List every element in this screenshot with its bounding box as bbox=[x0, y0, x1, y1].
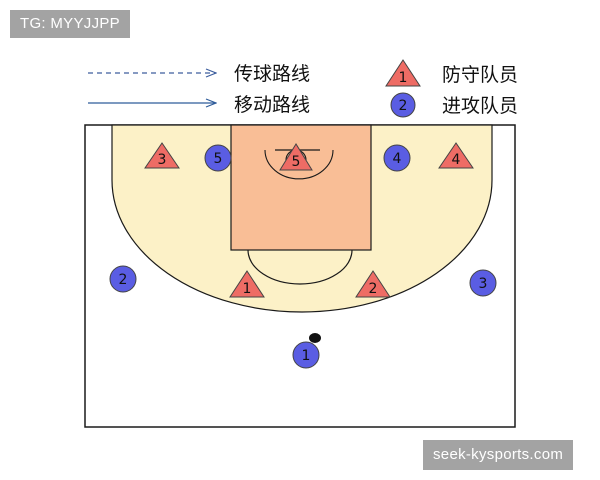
legend-attacker-label: 进攻队员 bbox=[442, 95, 518, 117]
svg-text:2: 2 bbox=[369, 281, 378, 297]
svg-text:2: 2 bbox=[119, 272, 128, 288]
svg-text:3: 3 bbox=[158, 152, 167, 168]
defender-2: 2 bbox=[355, 270, 391, 298]
legend-defender-label: 防守队员 bbox=[442, 64, 518, 86]
move-line-label: 移动路线 bbox=[234, 94, 310, 116]
defender-3: 3 bbox=[144, 142, 180, 169]
defender-5: 5 bbox=[279, 143, 313, 171]
legend-attacker-icon bbox=[390, 92, 416, 118]
defender-4: 4 bbox=[438, 142, 474, 169]
watermark-top: TG: MYYJJPP bbox=[10, 10, 130, 38]
free-throw-arc bbox=[247, 249, 353, 285]
attacker-2: 2 bbox=[109, 265, 137, 293]
legend-defender-icon bbox=[385, 59, 421, 87]
watermark-bottom: seek-kysports.com bbox=[423, 440, 574, 470]
restricted-arc bbox=[264, 149, 334, 180]
attacker-4: 4 bbox=[383, 144, 411, 172]
defender-1: 1 bbox=[229, 270, 265, 298]
paint-area bbox=[230, 124, 372, 251]
attacker-3: 3 bbox=[469, 269, 497, 297]
attacker-1: 1 bbox=[292, 341, 320, 369]
svg-text:4: 4 bbox=[452, 152, 461, 168]
svg-text:5: 5 bbox=[292, 154, 301, 170]
legend-attacker-symbol: 2 bbox=[399, 98, 408, 114]
svg-text:4: 4 bbox=[393, 151, 402, 167]
attacker-5: 5 bbox=[204, 144, 232, 172]
legend-defender-symbol: 1 bbox=[399, 70, 408, 86]
svg-text:3: 3 bbox=[479, 276, 488, 292]
ball-icon bbox=[309, 333, 321, 343]
pass-line-label: 传球路线 bbox=[234, 63, 310, 85]
svg-text:5: 5 bbox=[214, 151, 223, 167]
svg-text:1: 1 bbox=[243, 281, 252, 297]
svg-text:1: 1 bbox=[302, 348, 311, 364]
